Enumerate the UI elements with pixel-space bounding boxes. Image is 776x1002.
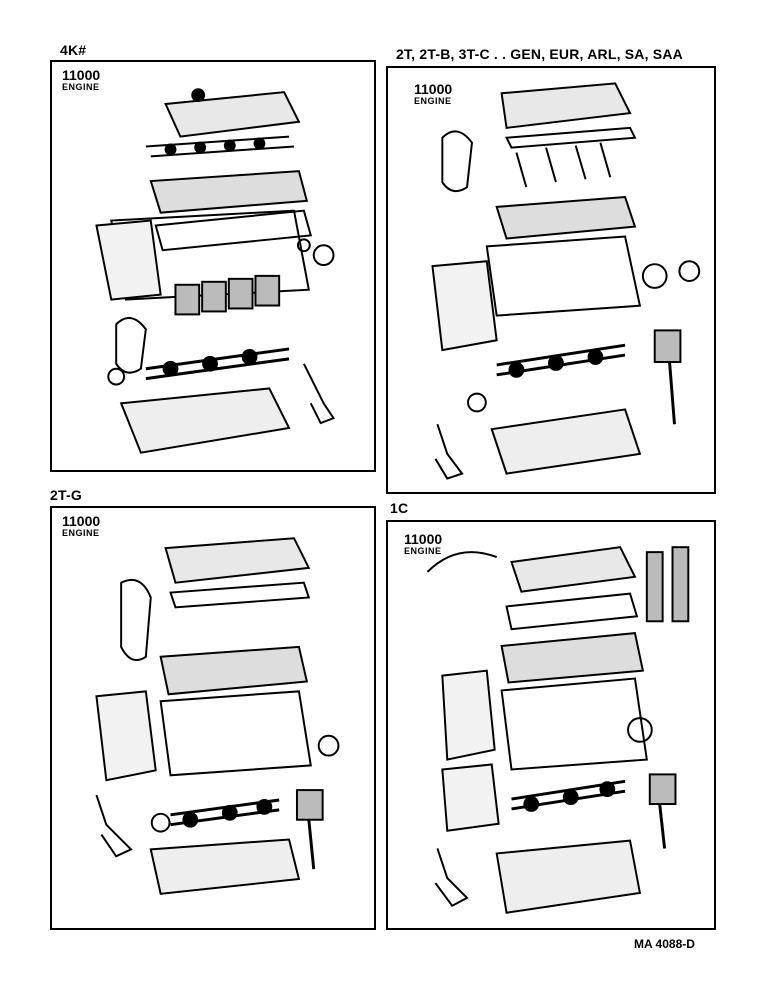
panel-2t-engine: 11000 ENGINE <box>386 66 716 494</box>
part-number: 11000 <box>62 67 101 83</box>
panel-1c-engine: 11000 ENGINE <box>386 520 716 930</box>
part-number: 11000 <box>404 531 443 547</box>
part-label: ENGINE <box>414 96 452 106</box>
panel-2tg-engine: 11000 ENGINE <box>50 506 376 930</box>
panel-header-2t: 2T, 2T-B, 3T-C . . GEN, EUR, ARL, SA, SA… <box>396 46 683 62</box>
part-label: ENGINE <box>404 546 442 556</box>
part-number: 11000 <box>62 513 101 529</box>
engine-exploded-view-4k <box>95 88 336 454</box>
panel-header-1c: 1C <box>390 500 409 516</box>
engine-exploded-view-2t <box>431 82 701 480</box>
part-label: ENGINE <box>62 82 100 92</box>
panel-header-2tg: 2T-G <box>50 487 82 503</box>
figure-code: MA 4088-D <box>634 937 695 951</box>
panel-4k-engine: 11000 ENGINE <box>50 60 376 472</box>
engine-exploded-view-2tg <box>95 537 340 895</box>
panel-header-4k: 4K# <box>60 42 87 58</box>
part-label: ENGINE <box>62 528 100 538</box>
part-number: 11000 <box>414 81 453 97</box>
engine-exploded-view-1c <box>426 546 690 914</box>
